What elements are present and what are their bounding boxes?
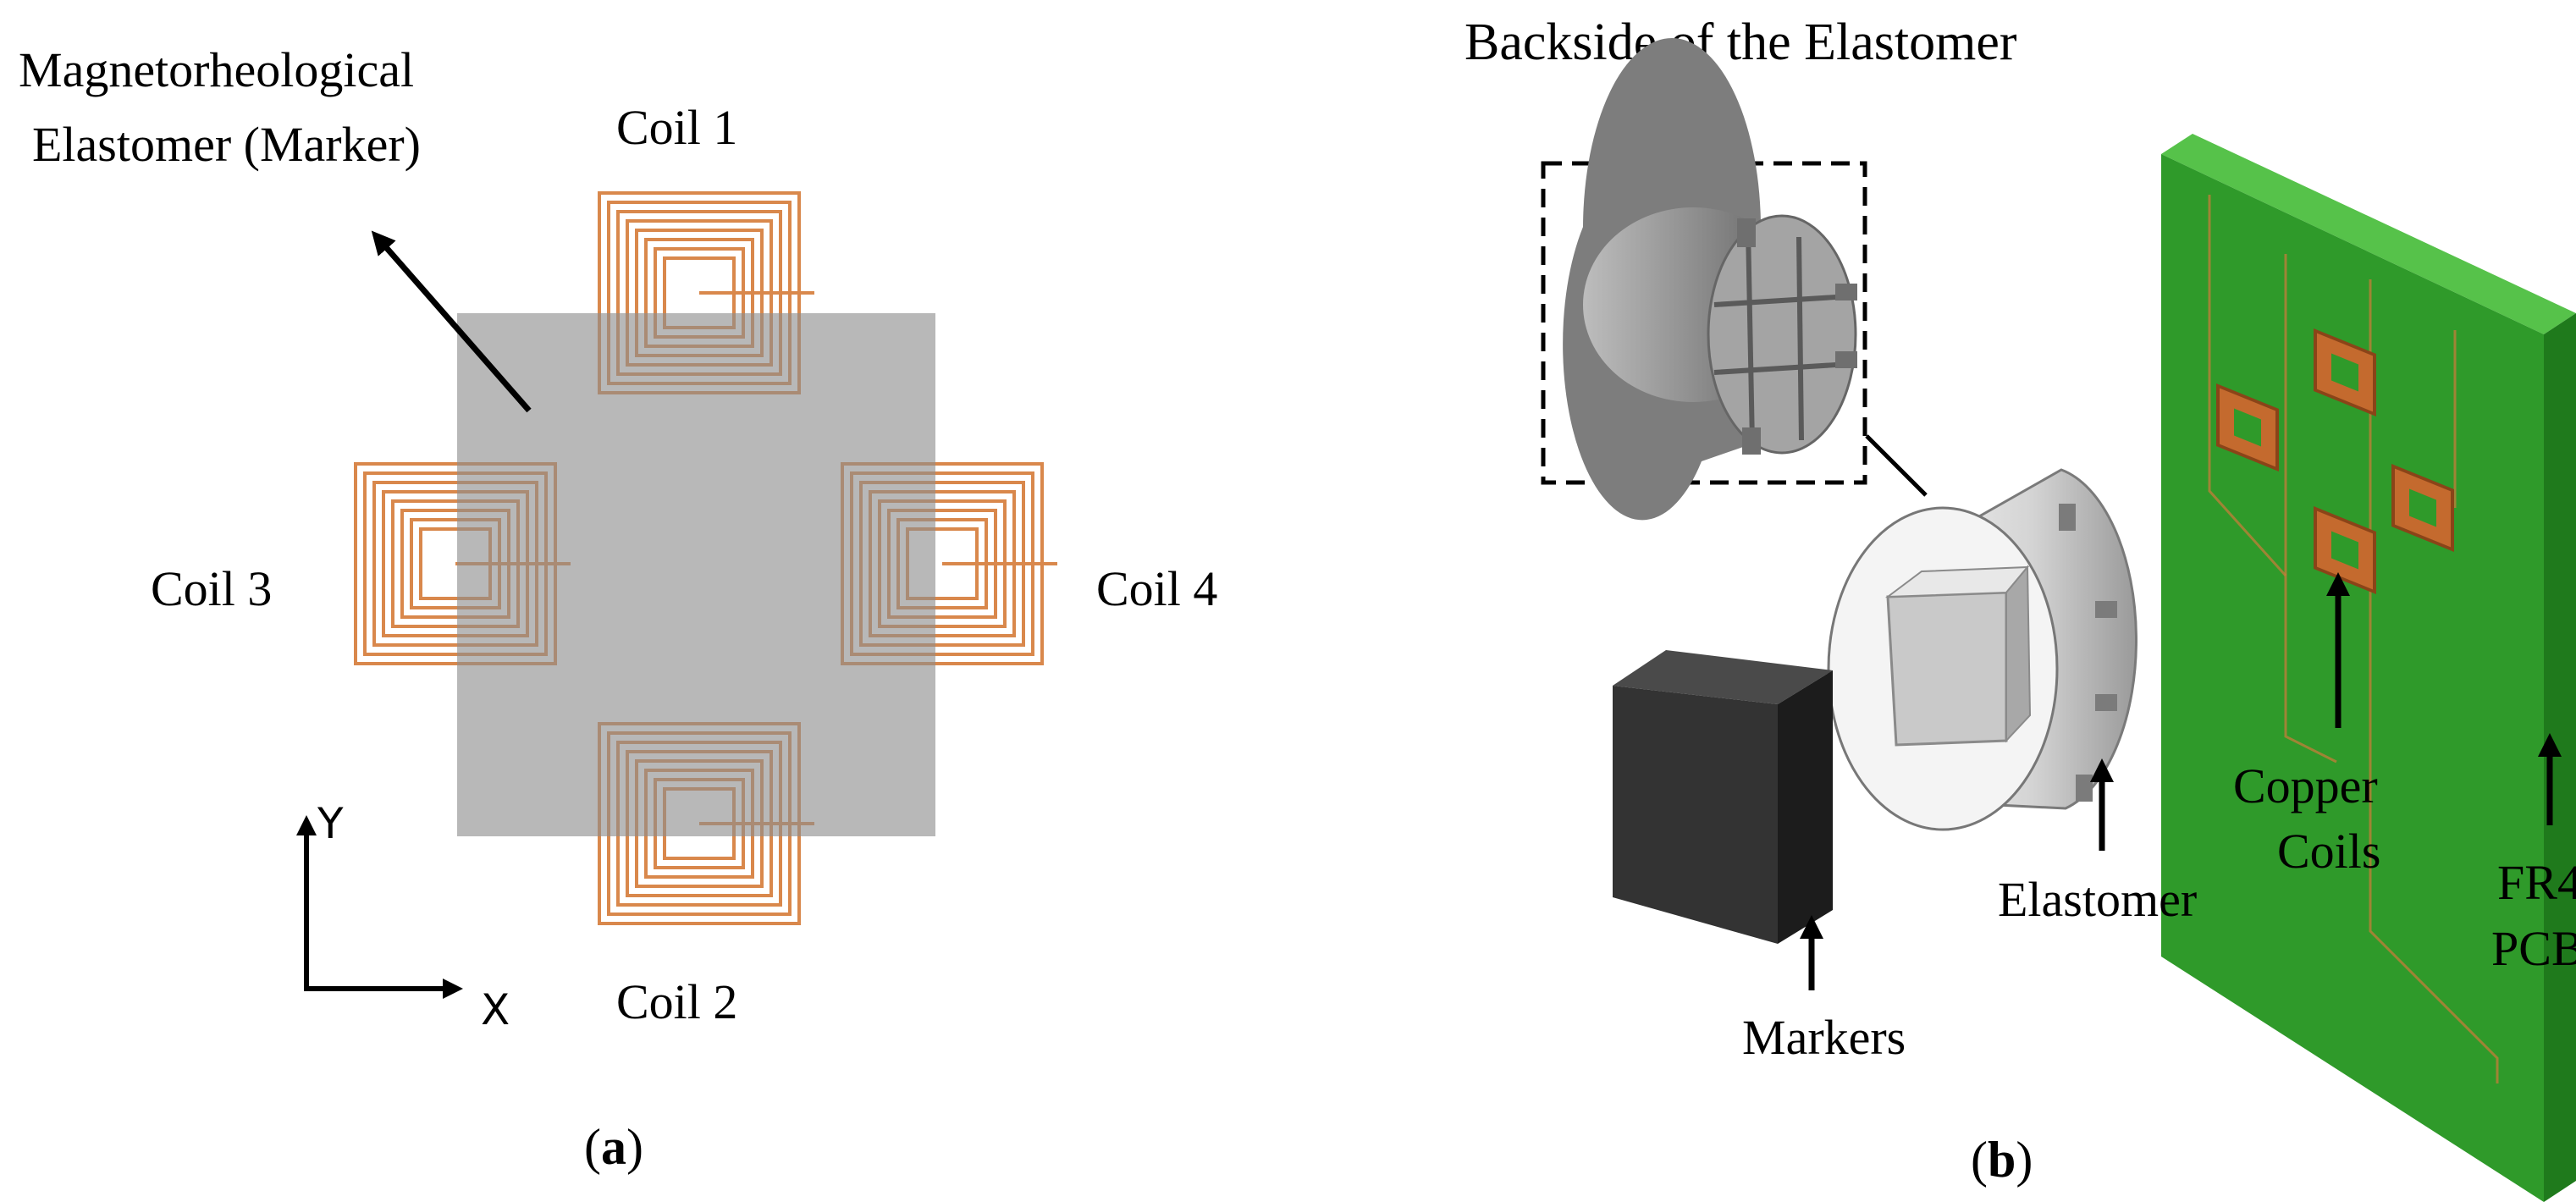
inset-connector-line bbox=[1865, 434, 1928, 497]
pcb-board bbox=[2161, 134, 2576, 1202]
panel-b: Backside of the Elastomer bbox=[1465, 14, 2576, 1202]
backside-label: Backside of the Elastomer bbox=[1465, 14, 2017, 71]
coil-3-label: Coil 3 bbox=[151, 561, 272, 616]
caption-a: (a) bbox=[584, 1119, 643, 1175]
pcb-coil-top bbox=[2314, 328, 2376, 416]
pcb-face bbox=[2161, 154, 2544, 1202]
pcb-label-line2: PCB bbox=[2491, 921, 2576, 976]
elastomer-label: Elastomer bbox=[1998, 872, 2197, 927]
marker-label-line2: Elastomer (Marker) bbox=[32, 117, 421, 172]
y-axis-label: Y bbox=[317, 799, 344, 848]
caption-b: (b) bbox=[1971, 1132, 2033, 1188]
marker-pointer-arrow bbox=[371, 230, 532, 413]
pcb-coil-right bbox=[2391, 464, 2454, 552]
copper-coils-label-line2: Coils bbox=[2277, 824, 2381, 879]
coil-4-label: Coil 4 bbox=[1096, 561, 1217, 616]
markers-label: Markers bbox=[1742, 1010, 1906, 1065]
elastomer-cylinder bbox=[1827, 468, 2137, 831]
marker-block bbox=[1613, 650, 1833, 944]
copper-coils-label-line1: Copper bbox=[2233, 758, 2378, 813]
elastomer-cavity bbox=[1886, 591, 2008, 747]
marker-label-line1: Magnetorheological bbox=[19, 42, 414, 97]
elastomer-marker-overlay bbox=[457, 313, 935, 836]
backside-face bbox=[1707, 214, 1857, 455]
pcb-coil-left bbox=[2216, 383, 2279, 471]
fr4-label-line1: FR4 bbox=[2497, 855, 2576, 910]
panel-a: Magnetorheological Elastomer (Marker) Co… bbox=[19, 42, 1217, 1175]
coil-2-label: Coil 2 bbox=[616, 974, 737, 1029]
x-axis-label: X bbox=[481, 985, 510, 1034]
backside-cylinder bbox=[1563, 37, 1857, 521]
coordinate-axes: Y X bbox=[296, 799, 510, 1034]
coil-1-label: Coil 1 bbox=[616, 100, 737, 155]
